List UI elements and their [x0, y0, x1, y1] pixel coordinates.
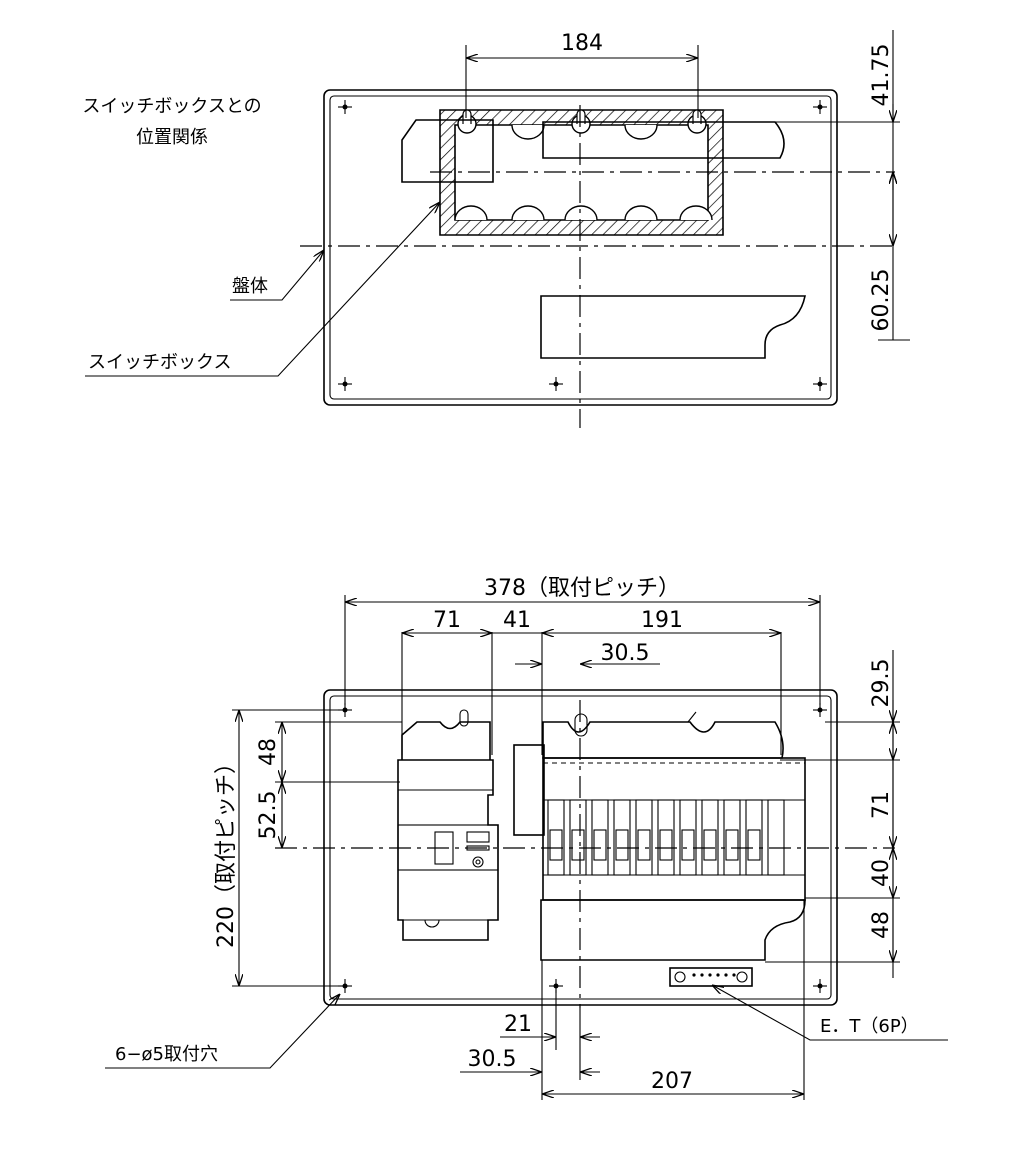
dim-207-text: 207 — [651, 1069, 693, 1094]
top-caption-line1: スイッチボックスとの — [82, 96, 261, 117]
label-holes: 6−ø5取付穴 — [115, 1044, 218, 1065]
dim-48-left-text: 48 — [256, 738, 281, 766]
leader-terminal — [712, 985, 948, 1041]
dim-48-right-text: 48 — [869, 911, 894, 939]
dim-191-text: 191 — [641, 608, 683, 633]
dim-30-5-top-text: 30.5 — [601, 641, 650, 666]
front-view: 378（取付ピッチ） 71 41 191 30.5 29.5 71 40 48 — [105, 576, 948, 1100]
dim-40-text: 40 — [869, 859, 894, 887]
dim-60-25-text: 60.25 — [869, 269, 894, 332]
dim-41-text: 41 — [503, 608, 531, 633]
dim-220-text: 220（取付ピッチ） — [214, 752, 239, 948]
label-body: 盤体 — [232, 276, 268, 297]
earth-terminal — [669, 967, 753, 987]
keyhole-center — [571, 109, 591, 134]
dim-71-top-text: 71 — [433, 608, 461, 633]
dim-29-5-text: 29.5 — [869, 659, 894, 708]
leader-holes — [105, 994, 340, 1069]
dim-378-text: 378（取付ピッチ） — [484, 576, 680, 601]
label-terminal: E．T（6P） — [820, 1016, 919, 1037]
dim-184-text: 184 — [561, 31, 603, 56]
top-mounting-holes — [338, 100, 827, 391]
label-switch-box: スイッチボックス — [88, 352, 231, 373]
panel-body-outline — [323, 89, 838, 406]
top-view: スイッチボックスとの 位置関係 — [82, 30, 910, 428]
dim-21-text: 21 — [504, 1012, 532, 1037]
dim-30-5-bottom-text: 30.5 — [468, 1047, 517, 1072]
branch-breakers — [540, 711, 806, 961]
connector-block — [513, 744, 545, 836]
dim-71-right-text: 71 — [869, 791, 894, 819]
dim-41-75-text: 41.75 — [869, 44, 894, 107]
leader-body — [230, 250, 324, 301]
dim-52-5-text: 52.5 — [256, 791, 281, 840]
top-lower-cutout — [540, 295, 806, 359]
top-left-block — [401, 119, 494, 183]
main-breaker — [397, 709, 499, 941]
top-caption-line2: 位置関係 — [136, 127, 208, 148]
keyhole-right — [687, 109, 707, 134]
leader-switch-box — [85, 202, 440, 377]
